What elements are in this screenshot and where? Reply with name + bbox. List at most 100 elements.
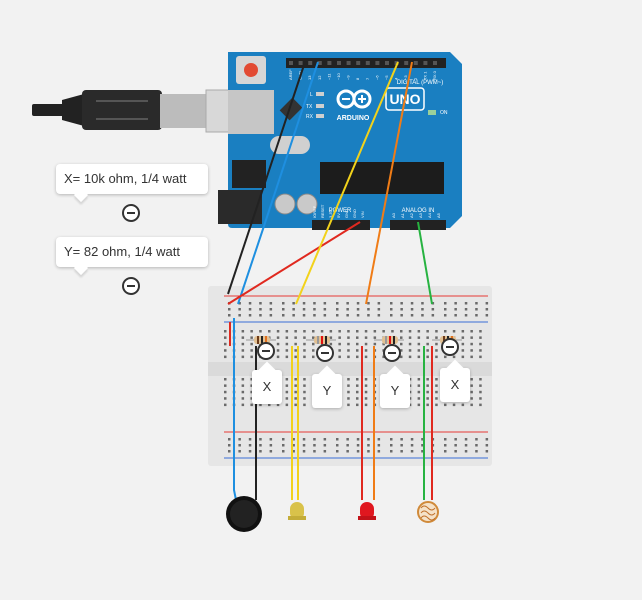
breadboard-hole <box>238 302 241 305</box>
breadboard-hole <box>259 450 262 453</box>
breadboard-hole <box>485 302 489 305</box>
resistor-y-1 <box>306 336 336 344</box>
header-pin <box>365 61 370 65</box>
breadboard-hole <box>329 336 333 339</box>
breadboard-hole <box>435 397 438 400</box>
wire-gnd <box>227 61 306 295</box>
breadboard-hole <box>356 450 360 453</box>
pin-label: A0 <box>391 212 396 218</box>
pin-label: ~3 <box>403 75 408 80</box>
reset-button <box>244 63 258 77</box>
breadboard-hole <box>454 308 457 311</box>
breadboard-hole <box>364 355 368 359</box>
breadboard-hole <box>292 444 295 447</box>
breadboard-hole <box>259 330 262 333</box>
breadboard-hole <box>250 342 253 346</box>
breadboard-hole <box>464 302 468 305</box>
breadboard-hole <box>276 355 280 359</box>
resistor-tag: X <box>252 370 282 404</box>
on-led <box>428 110 436 115</box>
breadboard-hole <box>367 444 370 447</box>
resistor-y-2 <box>374 336 404 344</box>
breadboard-hole <box>382 330 385 333</box>
header-pin <box>337 61 341 65</box>
breadboard-hole <box>390 438 393 441</box>
breadboard-hole <box>461 342 465 346</box>
breadboard-hole <box>224 390 227 394</box>
breadboard-hole <box>390 308 393 311</box>
breadboard-hole <box>282 438 285 441</box>
breadboard-hole <box>356 342 359 346</box>
status-leds <box>316 92 324 118</box>
breadboard-hole <box>410 302 414 305</box>
breadboard-hole <box>323 438 327 441</box>
breadboard-hole <box>224 403 227 407</box>
breadboard-hole <box>417 336 421 339</box>
breadboard-hole <box>426 384 429 387</box>
pin-label: ~10 <box>336 72 341 80</box>
breadboard-hole <box>408 355 412 359</box>
breadboard-hole <box>336 444 339 447</box>
breadboard-hole <box>444 330 447 333</box>
breadboard-hole <box>367 450 370 453</box>
breadboard-hole <box>302 314 306 317</box>
breadboard-hole <box>282 308 285 311</box>
pin-label: ~6 <box>374 75 379 80</box>
breadboard-hole <box>224 330 227 333</box>
breadboard-hole <box>452 403 456 407</box>
collapse-tag-4-icon[interactable] <box>441 338 459 356</box>
breadboard-hole <box>224 378 227 381</box>
breadboard-hole <box>364 349 368 352</box>
breadboard-hole <box>417 384 421 387</box>
breadboard-hole <box>338 355 341 359</box>
breadboard-hole <box>303 355 306 359</box>
collapse-note-y-icon[interactable] <box>122 277 140 295</box>
breadboard-hole <box>377 302 381 305</box>
breadboard-hole <box>485 308 489 311</box>
svg-text:L: L <box>310 92 313 98</box>
pin-label: ~9 <box>346 75 351 80</box>
breadboard-hole <box>367 438 370 441</box>
breadboard-hole <box>475 450 478 453</box>
breadboard-hole <box>346 308 349 311</box>
breadboard-hole <box>347 349 350 352</box>
breadboard-hole <box>285 330 289 333</box>
breadboard-hole <box>323 444 327 447</box>
breadboard-hole <box>303 397 306 400</box>
breadboard-hole <box>294 342 297 346</box>
breadboard-hole <box>356 336 359 339</box>
pin-label: 5V <box>336 213 341 218</box>
collapse-tag-1-icon[interactable] <box>257 342 275 360</box>
breadboard-hole <box>377 444 381 447</box>
breadboard-hole <box>320 330 324 333</box>
pin-label: A2 <box>409 212 414 218</box>
breadboard-hole <box>346 314 349 317</box>
breadboard-hole <box>454 314 457 317</box>
breadboard-hole <box>282 314 285 317</box>
breadboard-hole <box>461 336 465 339</box>
collapse-note-x-icon[interactable] <box>122 204 140 222</box>
breadboard-hole <box>400 438 403 441</box>
pin-label: GND <box>344 209 349 218</box>
breadboard-hole <box>410 308 414 311</box>
breadboard-hole <box>410 438 414 441</box>
breadboard-hole <box>444 308 447 311</box>
breadboard-hole <box>347 397 350 400</box>
breadboard-hole <box>292 450 295 453</box>
breadboard-hole <box>248 444 252 447</box>
breadboard-hole <box>269 314 273 317</box>
breadboard-hole <box>421 450 424 453</box>
resistor-y-note: Y= 82 ohm, 1/4 watt <box>56 237 208 276</box>
breadboard-hole <box>224 355 227 359</box>
breadboard-hole <box>259 403 262 407</box>
breadboard-hole <box>377 314 381 317</box>
breadboard-hole <box>285 349 289 352</box>
breadboard-hole <box>292 314 295 317</box>
breadboard-hole <box>347 384 350 387</box>
collapse-tag-3-icon[interactable] <box>383 344 401 362</box>
breadboard-hole <box>276 403 280 407</box>
header-pin <box>385 61 389 65</box>
collapse-tag-2-icon[interactable] <box>316 344 334 362</box>
breadboard-hole <box>347 390 350 394</box>
